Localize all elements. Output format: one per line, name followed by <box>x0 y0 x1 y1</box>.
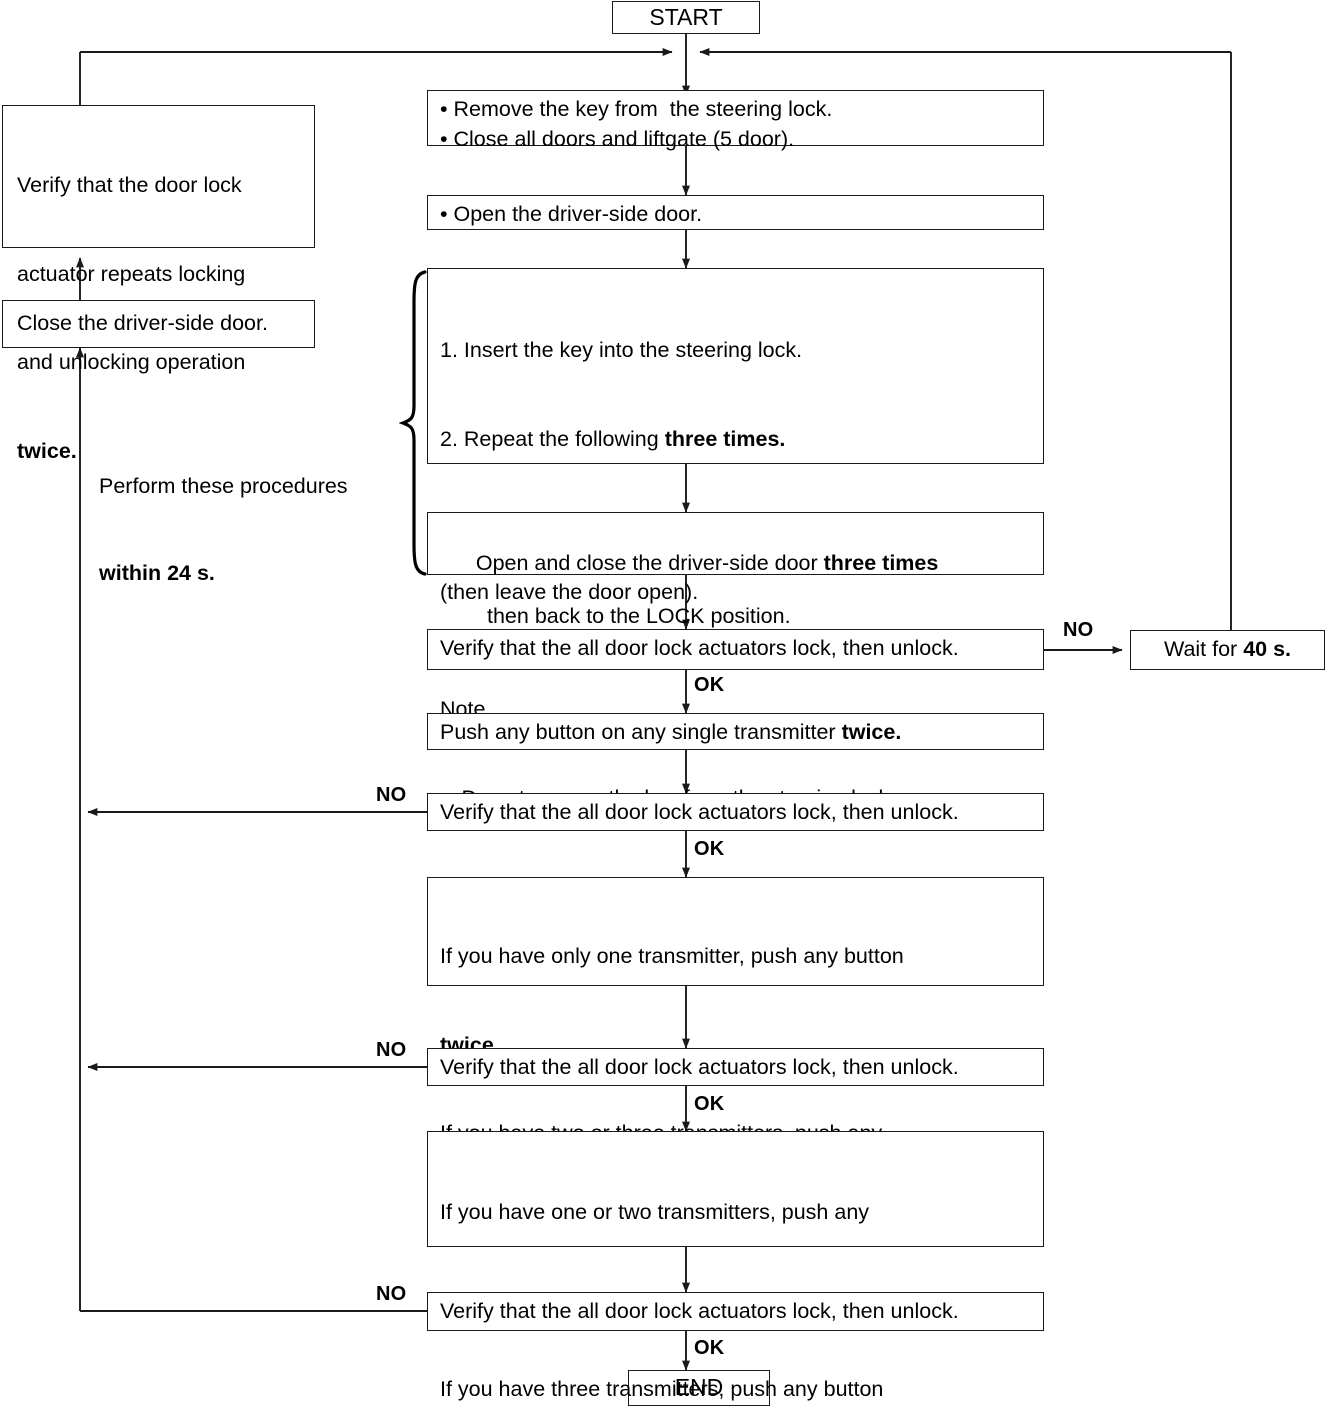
step-push-other-transmitters: If you have only one transmitter, push a… <box>427 877 1044 1234</box>
step-open-driver-door-text: • Open the driver-side door. <box>440 202 703 226</box>
step-open-driver-door: • Open the driver-side door. <box>427 195 1044 230</box>
step-prepare-vehicle: • Remove the key from the steering lock.… <box>427 90 1044 151</box>
step-door-open-close-cycle: Open and close the driver-side door thre… <box>427 512 1044 604</box>
end-terminal: END <box>628 1370 770 1406</box>
edge-label-no-3: NO <box>376 1039 407 1061</box>
low-transmitter-line-3: If you have three transmitters, push any… <box>440 1377 884 1401</box>
decision-verify-actuators-4: Verify that the all door lock actuators … <box>427 1292 1044 1331</box>
edge-label-ok-1: OK <box>694 674 725 696</box>
decision-verify-actuators-3: Verify that the all door lock actuators … <box>427 1048 1044 1086</box>
low-transmitter-line-1: If you have one or two transmitters, pus… <box>440 1200 870 1224</box>
step-close-driver-door: Close the driver-side door. <box>2 300 315 348</box>
end-label: END <box>674 1374 724 1401</box>
step-push-single-transmitter: Push any button on any single transmitte… <box>427 713 1044 750</box>
edge-label-no-2: NO <box>376 784 407 806</box>
timing-note-line-2: within 24 s. <box>99 561 215 585</box>
step-wait-40s: Wait for 40 s. <box>1130 630 1325 670</box>
mid-transmitter-line-1: If you have only one transmitter, push a… <box>440 944 904 968</box>
edge-label-ok-4: OK <box>694 1337 725 1359</box>
decision-verify-actuators-2-text: Verify that the all door lock actuators … <box>440 800 959 824</box>
step-key-ignition-cycle: 1. Insert the key into the steering lock… <box>427 268 1044 810</box>
verify-actuator-line-1: Verify that the door lock <box>17 173 242 197</box>
edge-label-ok-3: OK <box>694 1093 725 1115</box>
step-close-driver-door-text: Close the driver-side door. <box>17 311 268 335</box>
key-step-bullet-1-cont: then back to the LOCK position. <box>487 603 791 628</box>
decision-verify-actuators-4-text: Verify that the all door lock actuators … <box>440 1299 959 1323</box>
timing-note: Perform these procedures within 24 s. <box>99 414 399 646</box>
verify-actuator-line-2: actuator repeats locking <box>17 261 246 286</box>
step-verify-actuator-repeats: Verify that the door lock actuator repea… <box>2 105 315 463</box>
grouping-brace-large <box>399 270 427 576</box>
key-step-1: 1. Insert the key into the steering lock… <box>440 338 803 362</box>
decision-verify-actuators-1-text: Verify that the all door lock actuators … <box>440 636 959 660</box>
start-terminal: START <box>612 1 760 34</box>
edge-label-ok-2: OK <box>694 838 725 860</box>
verify-actuator-line-3: and unlocking operation <box>17 350 246 374</box>
timing-note-line-1: Perform these procedures <box>99 474 348 498</box>
verify-actuator-line-4: twice. <box>17 438 77 463</box>
start-label: START <box>649 3 723 30</box>
edge-label-no-1: NO <box>1063 619 1094 641</box>
decision-verify-actuators-2: Verify that the all door lock actuators … <box>427 793 1044 831</box>
step-prepare-vehicle-text: • Remove the key from the steering lock.… <box>440 97 833 151</box>
step-push-last-transmitter: If you have one or two transmitters, pus… <box>427 1131 1044 1401</box>
decision-verify-actuators-1: Verify that the all door lock actuators … <box>427 629 1044 670</box>
key-step-2: 2. Repeat the following three times. <box>440 426 786 451</box>
edge-label-no-4: NO <box>376 1283 407 1305</box>
decision-verify-actuators-3-text: Verify that the all door lock actuators … <box>440 1055 959 1079</box>
